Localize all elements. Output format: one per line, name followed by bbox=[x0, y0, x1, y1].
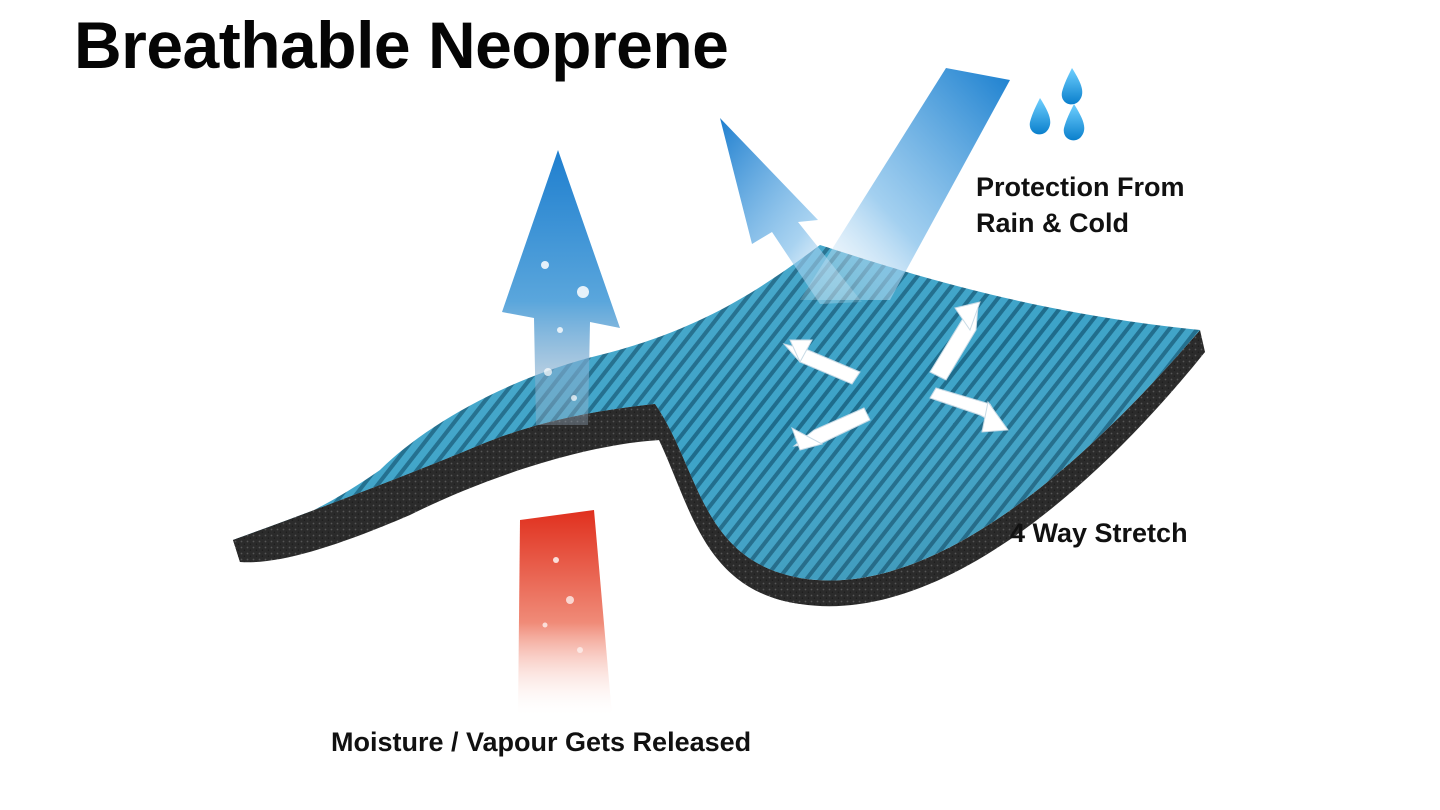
moisture-vapour-arrow bbox=[518, 510, 612, 715]
stretch-label: 4 Way Stretch bbox=[1010, 518, 1188, 548]
protection-label-line1: Protection From bbox=[976, 172, 1185, 202]
water-drops-icon bbox=[1029, 68, 1085, 141]
protection-label-line2: Rain & Cold bbox=[976, 207, 1129, 238]
protection-label: Protection From Rain & Cold bbox=[976, 170, 1185, 241]
foam-front-edge bbox=[233, 404, 800, 604]
breathable-up-arrow bbox=[502, 150, 620, 425]
four-way-arrows-icon bbox=[782, 301, 1009, 451]
rain-bounce-arrow bbox=[720, 118, 862, 304]
page-title: Breathable Neoprene bbox=[74, 8, 729, 82]
rain-incoming-beam bbox=[800, 68, 1010, 300]
moisture-label: Moisture / Vapour Gets Released bbox=[331, 727, 752, 757]
